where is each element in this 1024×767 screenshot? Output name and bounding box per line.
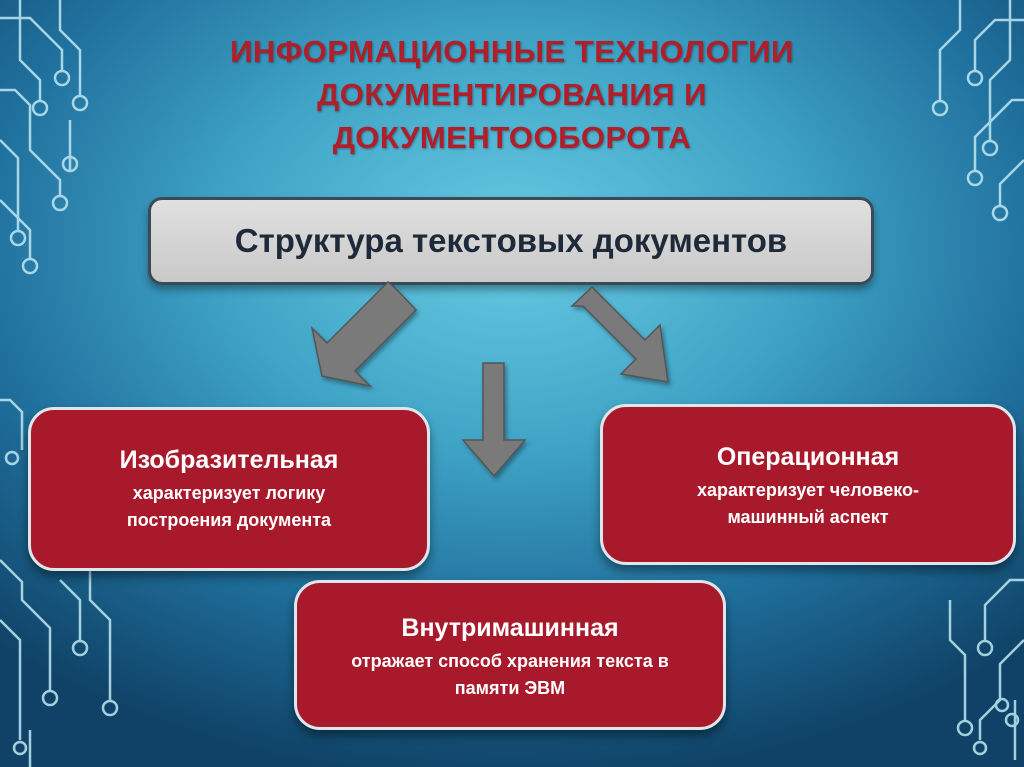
card-internal-title: Внутримашинная xyxy=(401,614,619,642)
card-operational-desc-2: машинный аспект xyxy=(727,507,889,527)
card-pictorial-title: Изобразительная xyxy=(119,446,339,474)
card-internal-desc-2: памяти ЭВМ xyxy=(454,678,566,698)
card-internal-desc-1: отражает способ хранения текста в xyxy=(351,651,669,671)
title-line-1: ИНФОРМАЦИОННЫЕ ТЕХНОЛОГИИ xyxy=(230,34,794,69)
arrow-down-right xyxy=(570,285,669,383)
card-pictorial: Изобразительная характеризует логику пос… xyxy=(28,407,430,571)
title-line-2: ДОКУМЕНТИРОВАНИЯ И xyxy=(317,77,707,112)
card-pictorial-desc-1: характеризует логику xyxy=(132,483,326,503)
slide-title: ИНФОРМАЦИОННЫЕ ТЕХНОЛОГИИ ДОКУМЕНТИРОВАН… xyxy=(112,30,912,159)
card-pictorial-desc-2: построения документа xyxy=(126,510,332,530)
title-line-3: ДОКУМЕНТООБОРОТА xyxy=(332,120,692,155)
card-operational-title: Операционная xyxy=(716,443,900,471)
card-operational: Операционная характеризует человеко- маш… xyxy=(600,404,1016,565)
card-operational-desc-1: характеризует человеко- xyxy=(696,480,920,500)
structure-header-box: Структура текстовых документов xyxy=(148,197,874,285)
arrow-down xyxy=(461,362,527,478)
structure-header-label: Структура текстовых документов xyxy=(234,222,788,259)
card-internal: Внутримашинная отражает способ хранения … xyxy=(294,580,726,730)
arrow-down-left xyxy=(310,280,418,388)
